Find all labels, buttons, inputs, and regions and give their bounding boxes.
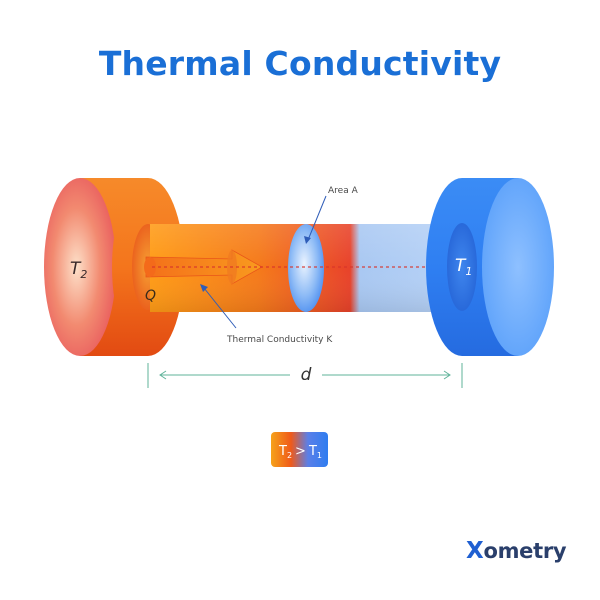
xometry-logo: Xometry — [466, 538, 567, 564]
distance-dimension: d — [147, 363, 463, 388]
conductivity-label: Thermal Conductivity K — [226, 335, 333, 345]
heat-label: Q — [145, 288, 156, 304]
area-cross-section — [288, 224, 324, 312]
cold-temp-label: T1 — [455, 256, 472, 278]
conductor-rod — [150, 224, 458, 312]
conductivity-leader-arrowhead — [200, 284, 208, 292]
cold-cylinder — [426, 178, 554, 356]
page-title: Thermal Conductivity — [98, 44, 502, 83]
distance-label: d — [301, 365, 312, 385]
svg-text:T2>T1: T2>T1 — [278, 444, 322, 460]
temperature-legend: T2>T1 — [271, 432, 328, 467]
hot-temp-label: T2 — [70, 259, 87, 281]
area-leader-line — [307, 195, 327, 241]
area-label: Area A — [328, 186, 359, 196]
conductivity-leader-line — [203, 287, 237, 329]
area-leader-arrowhead — [304, 236, 311, 244]
